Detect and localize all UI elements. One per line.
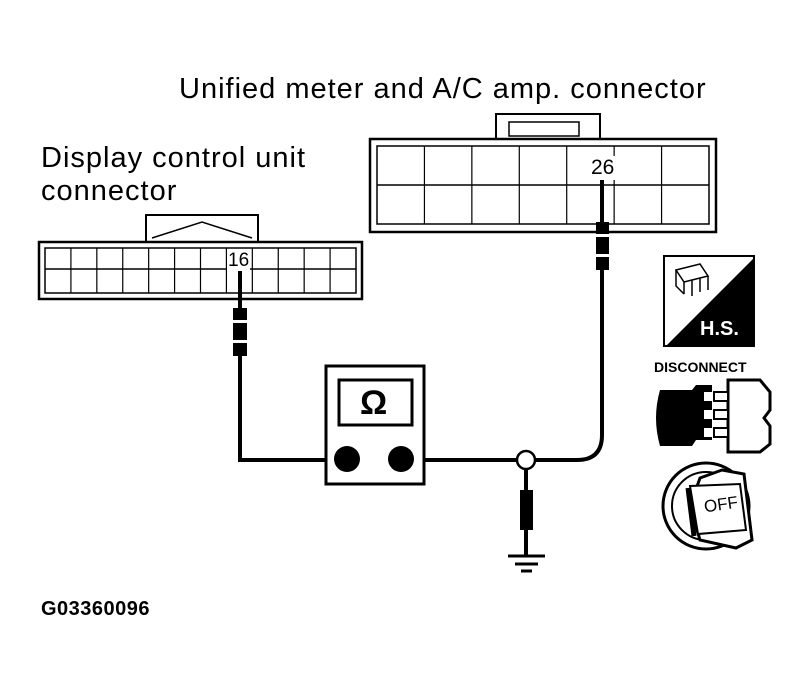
wire-junction: [515, 449, 537, 471]
hs-harness-icon: [663, 255, 755, 347]
hs-badge-label: H.S.: [700, 318, 739, 340]
unified-meter-connector: [368, 113, 718, 234]
figure-code: G03360096: [41, 598, 151, 620]
unified-connector-title: Unified meter and A/C amp. connector: [179, 73, 707, 105]
ground-icon: [508, 554, 545, 573]
disconnect-connector-icon: [656, 378, 772, 454]
pin-label-unified: 26: [590, 156, 616, 180]
ohm-symbol: Ω: [360, 384, 388, 422]
ignition-key-off-icon: [661, 461, 754, 551]
pin-label-display: 16: [227, 250, 251, 271]
display-connector-title-line2: connector: [41, 175, 178, 207]
disconnect-label: DISCONNECT: [654, 359, 747, 375]
ohmmeter-icon: [324, 364, 426, 486]
display-control-unit-connector: [37, 214, 364, 301]
display-connector-title-line1: Display control unit: [41, 142, 306, 174]
